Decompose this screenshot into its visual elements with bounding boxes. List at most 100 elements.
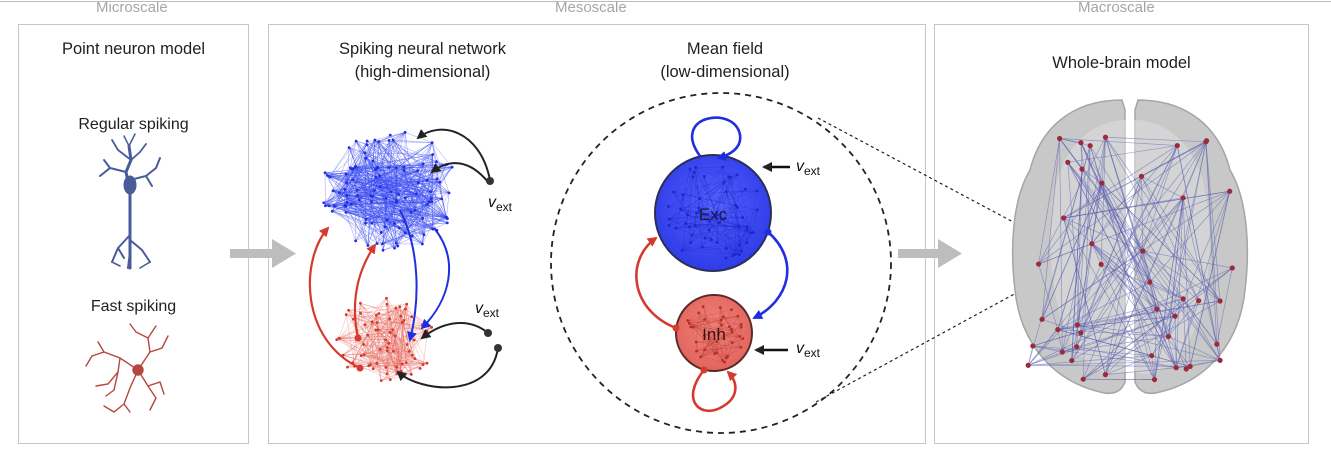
brain-region-node: [1154, 306, 1160, 312]
exc-node-texture-edge: [715, 217, 748, 231]
inh-neuron-edge: [338, 337, 410, 352]
exc-node-texture-node: [744, 187, 747, 191]
inh-neuron-node: [377, 312, 381, 315]
brain-edge: [1027, 145, 1091, 366]
exc-neuron-node: [371, 194, 375, 198]
exc-node-texture-edge: [669, 217, 743, 220]
exc-node-texture-edge: [669, 218, 718, 243]
exc-node-texture-edge: [673, 181, 725, 193]
exc-node-texture-edge: [680, 208, 747, 228]
exc-node-texture-node: [737, 224, 741, 228]
brain-edge: [1032, 345, 1152, 357]
brain-region-node: [1030, 343, 1036, 349]
inh-node-texture-edge: [720, 307, 733, 333]
exc-neuron-node: [425, 178, 429, 182]
brain-edge: [1091, 176, 1142, 244]
exc-node-texture-edge: [668, 174, 738, 226]
brain-region-node: [1214, 341, 1220, 347]
inh-neuron-node: [368, 363, 372, 367]
brain-edge: [1100, 137, 1106, 265]
exc-source-dot: [764, 228, 772, 236]
brain-edge: [1105, 197, 1184, 375]
exc-neuron-node: [355, 188, 359, 192]
exc-neuron-node: [447, 191, 451, 195]
exc-neuron-node: [384, 225, 387, 229]
exc-population-node: [654, 154, 772, 272]
inh-neuron-node: [399, 369, 403, 373]
exc-neuron-edge: [374, 190, 397, 201]
exc-node-texture-edge: [689, 226, 703, 248]
brain-edge: [1071, 141, 1207, 361]
inh-neuron-edge: [364, 298, 387, 325]
exc-node-texture-edge: [668, 225, 693, 236]
exc-neuron-node: [365, 139, 369, 143]
exc-neuron-edge: [352, 179, 425, 236]
inh-neuron-node: [374, 313, 378, 317]
exc-neuron-edge: [393, 139, 433, 143]
inh-node-texture-edge: [698, 312, 723, 361]
inh-node-texture-edge: [704, 335, 740, 337]
point-neuron-title: Point neuron model: [61, 40, 206, 58]
exc-node-texture-node: [718, 220, 722, 224]
exc-node-texture-edge: [753, 209, 758, 233]
inh-neuron-node: [403, 307, 407, 311]
inh-neuron-edge: [360, 303, 378, 323]
inh-to-exc-arrow: [635, 236, 677, 330]
exc-node-texture-edge: [669, 182, 725, 220]
inh-neuron-node: [412, 338, 416, 342]
exc-neuron-node: [440, 197, 444, 201]
inh-neuron-edge: [361, 325, 429, 356]
exc-neuron-node: [370, 200, 373, 204]
exc-node-texture-edge: [668, 166, 723, 226]
brain-edge: [1038, 138, 1060, 265]
exc-node-texture-node: [734, 204, 738, 207]
inh-node-texture-edge: [687, 320, 717, 342]
inh-node-texture-edge: [700, 353, 715, 358]
exc-node-texture-edge: [682, 242, 747, 251]
inh-neuron-edge: [364, 354, 416, 359]
inh-node-texture-edge: [704, 335, 727, 358]
snn-external-input-exc-arrow-1: [416, 128, 491, 181]
brain-region-node: [1059, 349, 1065, 355]
brain-edge: [1182, 140, 1207, 198]
inh-neuron-node: [359, 354, 363, 358]
snn-inh-to-exc-arrow-2: [308, 226, 361, 369]
inh-neuron-edge: [371, 321, 382, 381]
inh-label: Inh: [702, 325, 726, 344]
exc-node-texture-edge: [681, 221, 710, 251]
inh-neuron-node: [346, 365, 349, 369]
inh-neuron-edge: [338, 298, 387, 339]
inh-neuron-node: [378, 347, 382, 351]
exc-node-texture-edge: [681, 226, 747, 251]
brain-edge: [1105, 137, 1199, 301]
inh-node-texture-node: [703, 348, 706, 352]
exc-neuron-edge: [378, 141, 399, 247]
exc-node-texture-edge: [722, 188, 746, 220]
exc-neuron-node: [387, 138, 391, 142]
exc-node-texture-edge: [694, 225, 712, 240]
inh-neuron-node: [400, 362, 404, 366]
exc-node-texture-edge: [682, 194, 691, 243]
exc-neuron-node: [430, 200, 434, 204]
exc-node-texture-edge: [716, 232, 752, 243]
brain-region-node: [1173, 365, 1179, 371]
exc-neuron-node: [344, 172, 348, 176]
exc-node-texture-edge: [695, 221, 710, 226]
exc-node-texture-edge: [722, 218, 740, 227]
inh-node-texture-edge: [704, 319, 727, 358]
exc-node-texture-edge: [668, 176, 694, 226]
exc-neuron-node: [370, 221, 374, 225]
brain-region-node: [1025, 362, 1031, 368]
exc-neuron-node: [429, 197, 433, 200]
exc-neuron-edge: [334, 205, 433, 230]
brain-edge: [1100, 264, 1157, 310]
brain-edge: [1062, 137, 1106, 353]
inh-node-texture-edge: [731, 316, 739, 330]
exc-node-texture-edge: [708, 230, 734, 256]
exc-neuron-edge: [346, 141, 357, 183]
exc-neuron-node: [421, 162, 425, 166]
inh-neuron-node: [410, 353, 414, 357]
inh-node-texture-edge: [720, 307, 727, 358]
brain-edge: [1089, 145, 1221, 361]
exc-neuron-node: [345, 201, 349, 204]
